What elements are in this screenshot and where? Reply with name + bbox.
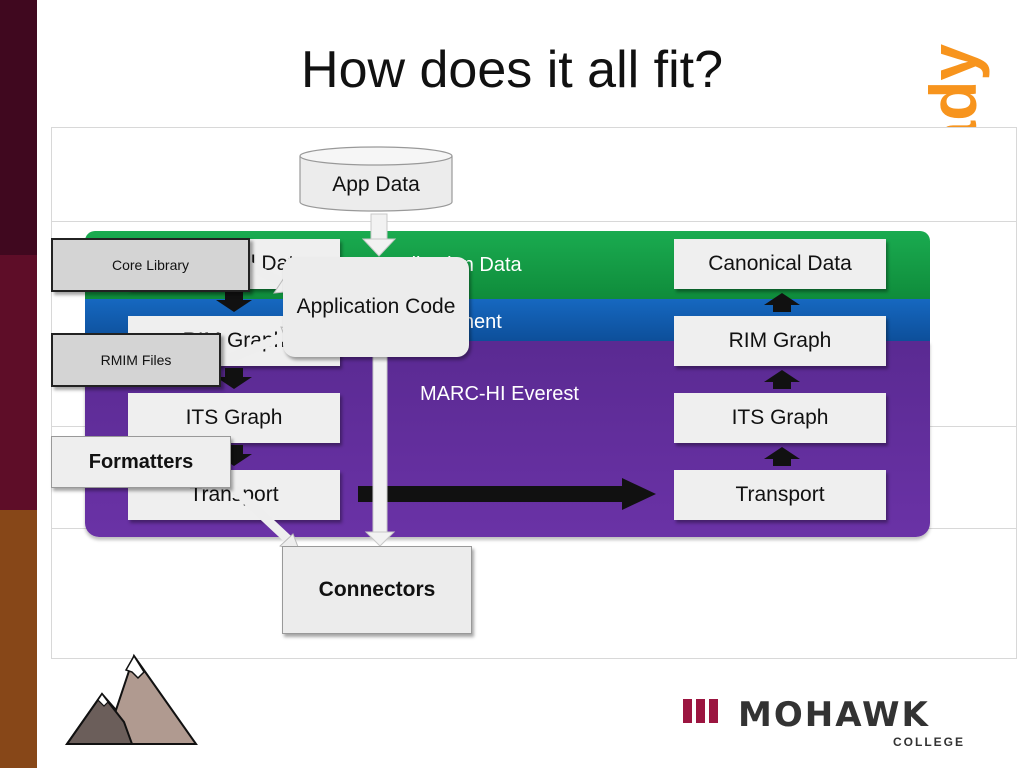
right-canonical-data-box: Canonical Data (674, 239, 886, 289)
right-transport-box: Transport (674, 470, 886, 520)
mountain-logo (65, 653, 198, 745)
app-data-label: App Data (332, 173, 420, 196)
mohawk-logo-text: MOHAWK (738, 695, 930, 735)
grid-line (52, 221, 1016, 222)
left-color-bar (0, 0, 37, 768)
college-logo-text: COLLEGE (893, 735, 966, 749)
left-its-graph-box: ITS Graph (128, 393, 340, 443)
formatters-tag: Formatters (51, 436, 231, 488)
right-its-graph-box: ITS Graph (674, 393, 886, 443)
core-library-tag: Core Library (51, 238, 250, 292)
application-code-box: Application Code (283, 257, 469, 357)
rmim-files-tag: RMIM Files (51, 333, 221, 387)
everest-label: MARC-HI Everest (420, 383, 579, 405)
right-rim-graph-box: RIM Graph (674, 316, 886, 366)
connectors-box: Connectors (282, 546, 472, 634)
app-data-cylinder (299, 146, 453, 212)
slide-title: How does it all fit? (301, 41, 723, 99)
